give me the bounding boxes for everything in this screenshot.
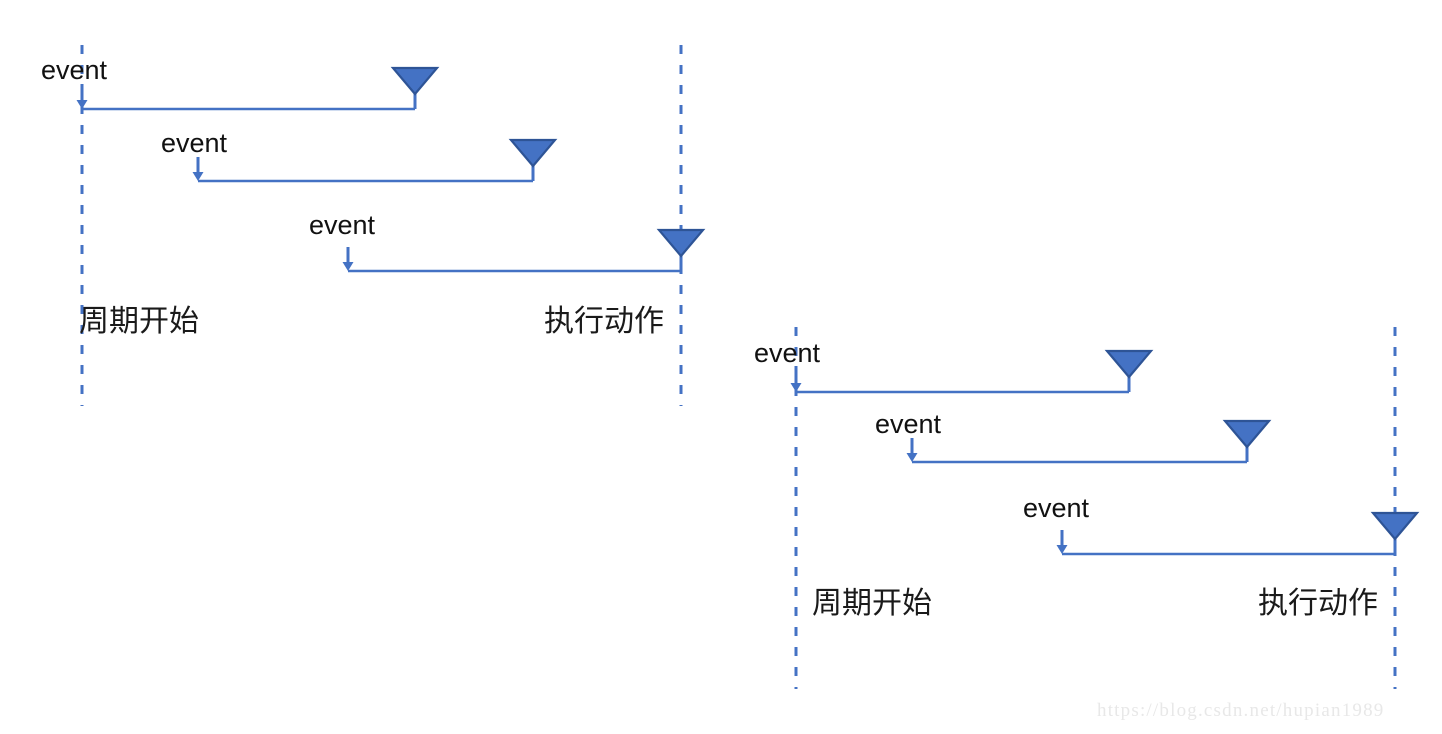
event-label-2-3: event: [1023, 493, 1090, 523]
watermark-text: https://blog.csdn.net/hupian1989: [1097, 700, 1385, 721]
event-completion-triangle-icon: [508, 138, 558, 168]
event-completion-triangle-icon: [1104, 349, 1154, 379]
event-arrowhead-icon: [1056, 545, 1068, 554]
diagram-bottom-right: [790, 327, 1420, 689]
event-arrowhead-icon: [906, 453, 918, 462]
action-label: 执行动作: [1258, 586, 1378, 621]
event-completion-triangle-icon: [656, 228, 706, 258]
cycle-start-label: 周期开始: [812, 586, 932, 621]
action-label: 执行动作: [544, 304, 664, 339]
event-label-2-1: event: [754, 338, 821, 368]
event-completion-triangle-icon: [1222, 419, 1272, 449]
event-completion-triangle-icon: [1370, 511, 1420, 541]
event-label-2-2: event: [875, 409, 942, 439]
event-label-1-3: event: [309, 210, 376, 240]
event-label-1-2: event: [161, 128, 228, 158]
event-completion-triangle-icon: [390, 66, 440, 96]
event-arrowhead-icon: [342, 262, 354, 271]
event-arrowhead-icon: [790, 383, 802, 392]
event-label-1-1: event: [41, 55, 108, 85]
event-arrowhead-icon: [192, 172, 204, 181]
event-arrowhead-icon: [76, 100, 88, 109]
cycle-start-label: 周期开始: [79, 304, 199, 339]
diagram-top-left: [76, 45, 706, 406]
